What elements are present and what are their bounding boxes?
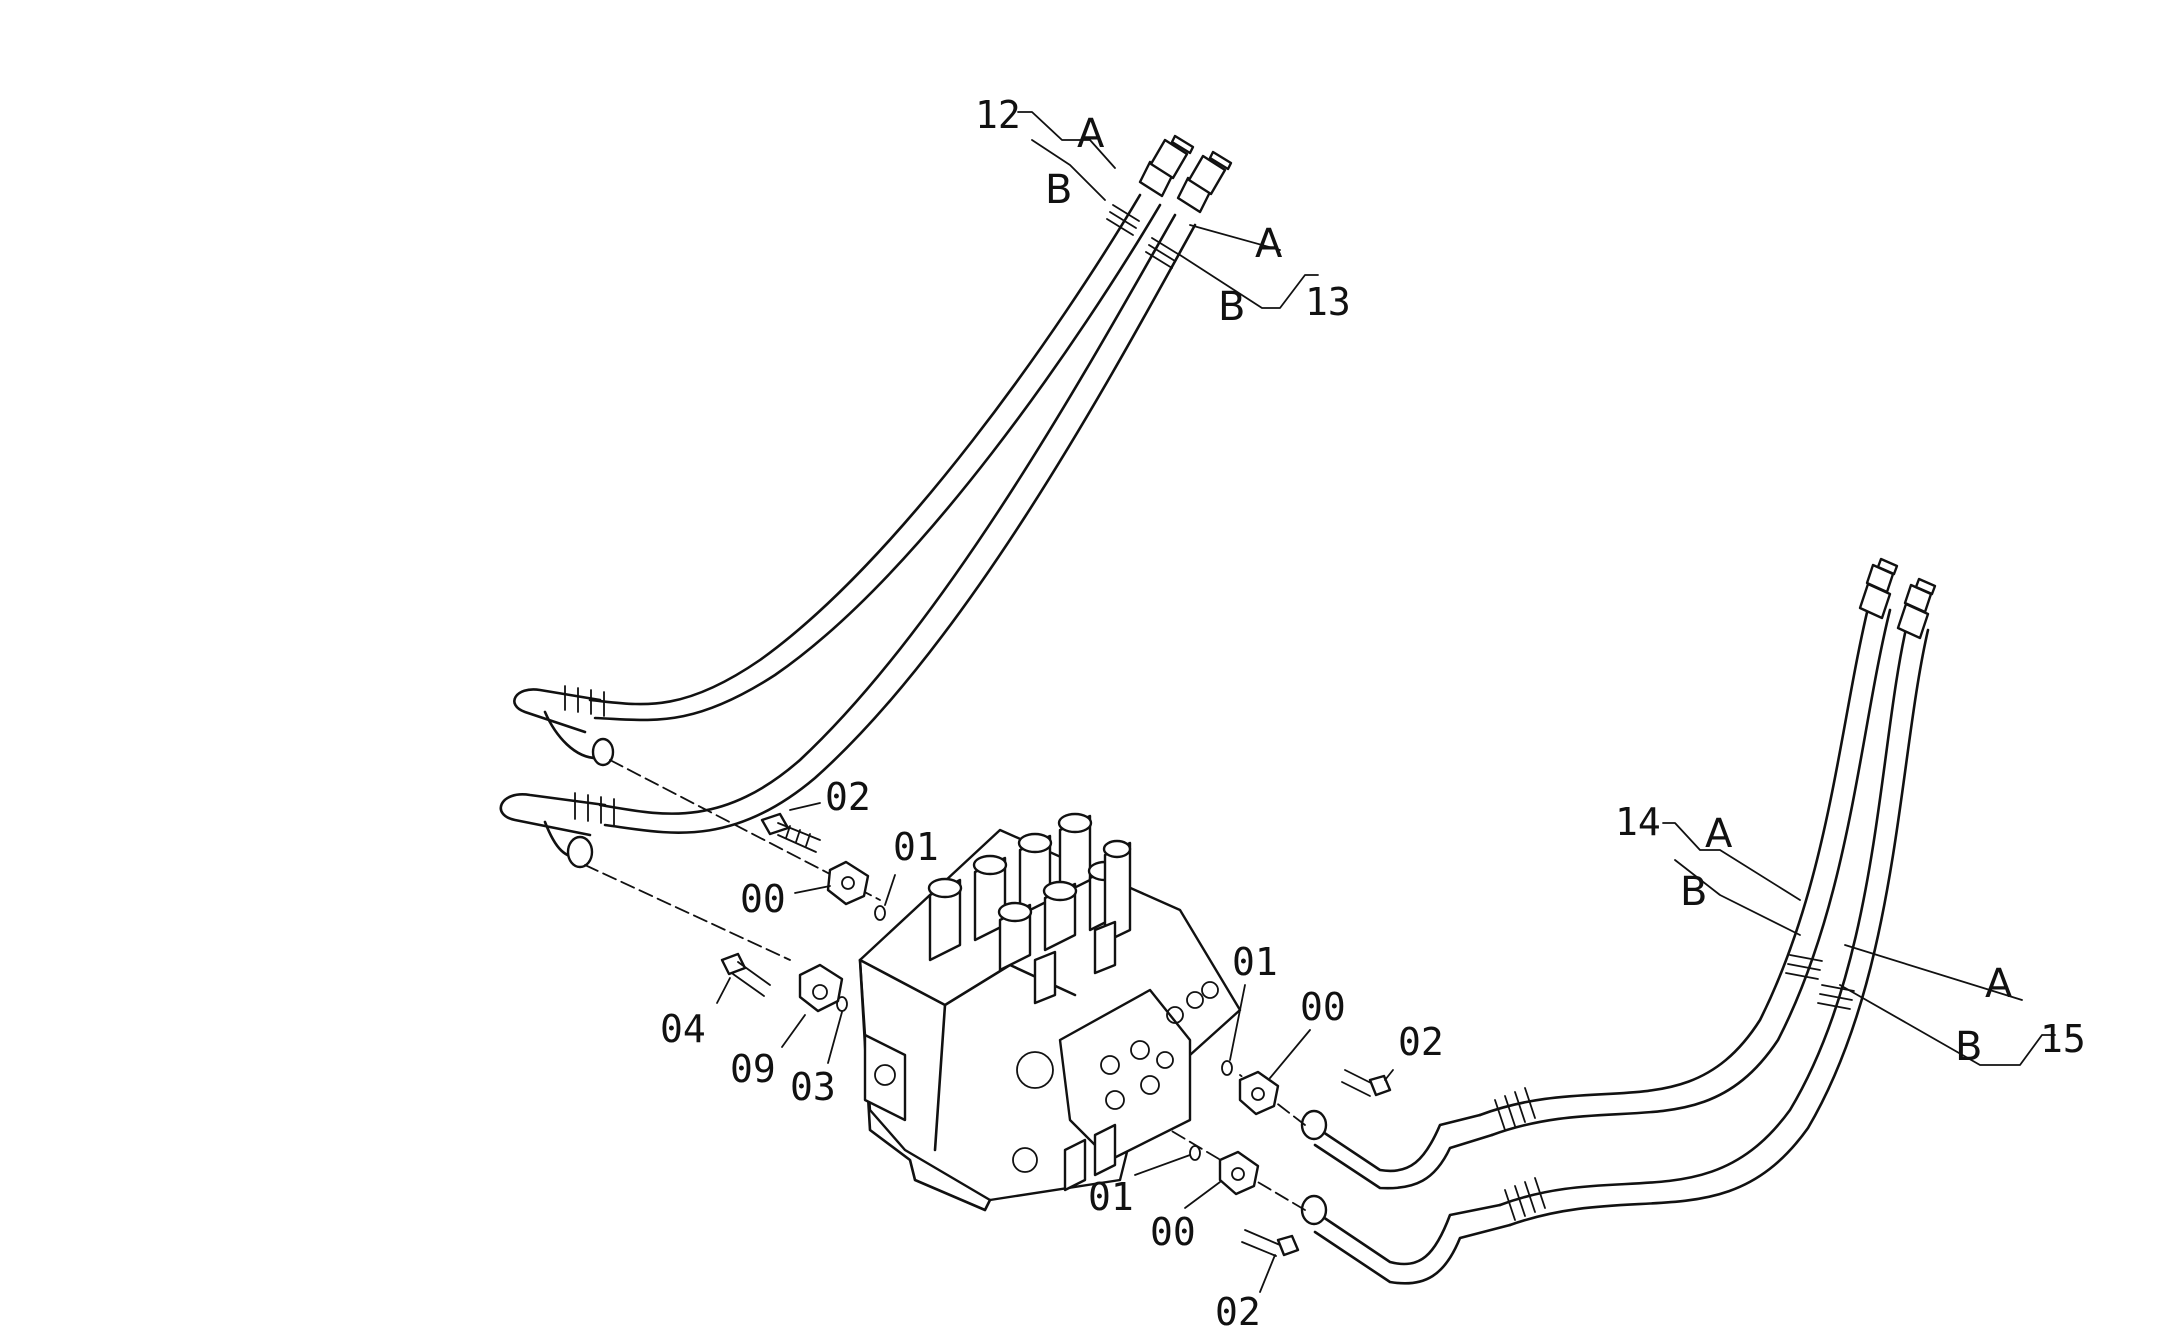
hose-assembly-14-15 [1169,557,1937,1285]
callout-15-a: A [1985,961,2013,1007]
bolt-02-top [760,812,821,853]
flange-00-left [826,860,870,906]
part-01-bottom: 01 [1088,1175,1134,1219]
part-00-left: 00 [740,877,786,921]
part-04: 04 [660,1007,706,1051]
valve-spools [927,812,1132,972]
callout-12: 12 [975,93,1021,137]
hose-13-top-fitting [1145,150,1233,269]
flange-00-bottom [1218,1150,1260,1196]
oring-01-top [874,905,886,921]
part-02-right: 02 [1398,1020,1444,1064]
hose-assembly-12-13 [499,134,1233,961]
hose-13-elbow-fitting [499,792,615,869]
callout-14-a: A [1705,811,1733,857]
hose-12-top-fitting [1106,134,1195,236]
callout-13: 13 [1305,280,1351,324]
part-00-bottom: 00 [1150,1210,1196,1254]
callout-14: 14 [1615,800,1661,844]
callout-12-b: B [1045,167,1072,213]
hose-14-bottom-fitting [1300,1087,1536,1190]
part-00-right: 00 [1300,985,1346,1029]
oring-01-bottom [1189,1145,1201,1161]
callout-13-b: B [1218,284,1245,330]
bolt-04 [720,952,771,997]
flange-00-right [1238,1070,1280,1116]
callout-15: 15 [2040,1017,2086,1061]
callout-12-a: A [1077,111,1105,157]
bolt-02-bottom [1241,1229,1300,1257]
part-09: 09 [730,1047,776,1091]
oring-03 [836,996,848,1012]
bolt-02-right [1341,1069,1392,1097]
part-01-right: 01 [1232,940,1278,984]
hose-15-top-fitting [1896,577,1937,640]
part-03: 03 [790,1065,836,1109]
part-02-top: 02 [825,775,871,819]
hose-15-bottom-fitting [1300,1177,1546,1285]
hose-12-elbow-fitting [513,685,615,767]
callout-15-b: B [1955,1024,1982,1070]
callout-13-a: A [1255,221,1283,267]
control-valve-body [858,812,1242,1212]
callout-14-b: B [1680,869,1707,915]
part-01-top: 01 [893,825,939,869]
hose-14-top-fitting [1858,557,1899,620]
leader-lines [716,111,2056,1293]
flange-09 [798,963,844,1013]
part-02-bottom: 02 [1215,1290,1261,1334]
oring-01-right [1221,1060,1233,1076]
